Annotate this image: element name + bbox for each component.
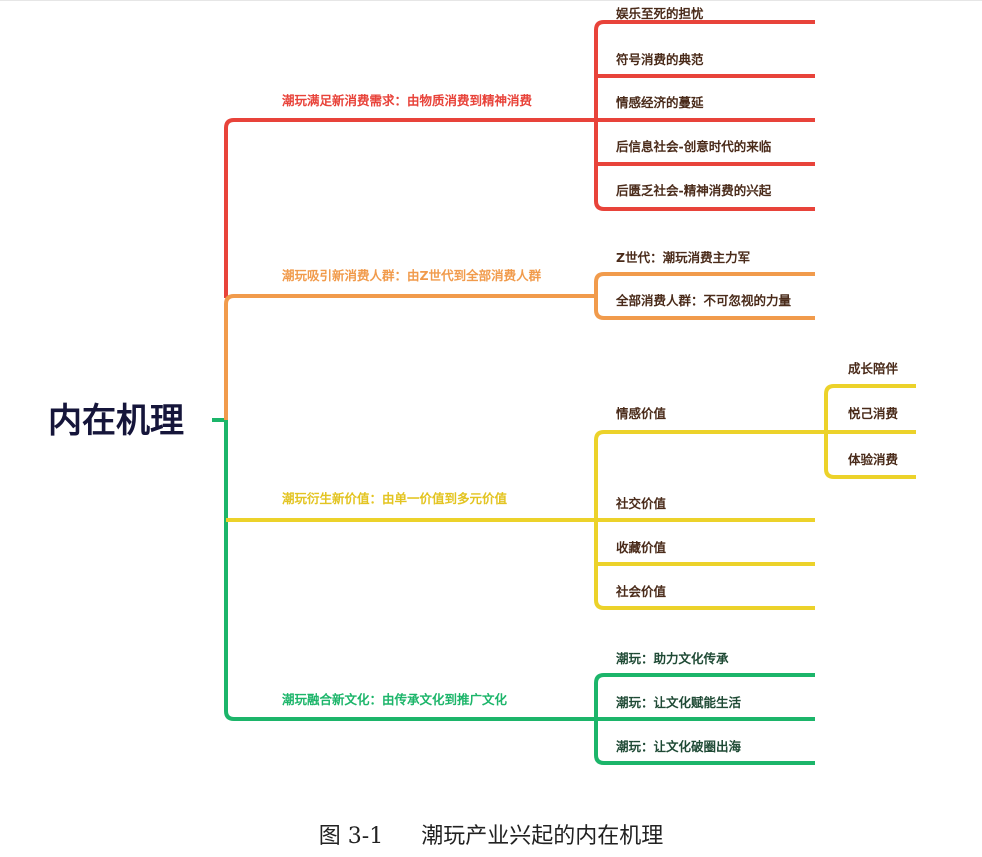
leaf-label: 潮玩：让文化赋能生活 [616, 695, 742, 710]
figure-number: 图 3-1 [318, 824, 384, 849]
sub-leaf-label: 体验消费 [848, 452, 899, 467]
trunk-orange [224, 294, 596, 420]
leaf-label: 后信息社会-创意时代的来临 [616, 139, 772, 154]
leaf-label: 后匮乏社会-精神消费的兴起 [616, 183, 772, 198]
yellow-bracket [594, 430, 826, 610]
green-bracket [594, 673, 815, 765]
leaf-label: 情感价值 [616, 406, 667, 421]
leaf-label: 社会价值 [615, 584, 667, 599]
trunk-red [224, 118, 596, 298]
sub-leaf-label: 悦己消费 [848, 406, 899, 421]
branch-label-crowd: 潮玩吸引新消费人群：由Z世代到全部消费人群 [282, 268, 542, 283]
leaf-label: 符号消费的典范 [616, 52, 704, 67]
orange-bracket [594, 272, 815, 320]
figure-title: 潮玩产业兴起的内在机理 [421, 824, 664, 849]
leaf-label: 情感经济的蔓延 [616, 95, 704, 110]
leaf-label: 收藏价值 [616, 540, 667, 555]
trunk-green [224, 420, 596, 721]
leaf-label: 潮玩：助力文化传承 [616, 651, 729, 666]
branch-label-value: 潮玩衍生新价值：由单一价值到多元价值 [282, 491, 508, 506]
leaf-label: 潮玩：让文化破圈出海 [616, 739, 742, 754]
root-label: 内在机理 [48, 401, 184, 441]
branch-label-demand: 潮玩满足新消费需求：由物质消费到精神消费 [282, 93, 533, 108]
branch-label-culture: 潮玩融合新文化：由传承文化到推广文化 [282, 692, 508, 707]
red-bracket [594, 20, 815, 211]
leaf-label: 全部消费人群：不可忽视的力量 [615, 293, 792, 308]
leaf-label: Z世代：潮玩消费主力军 [616, 250, 750, 265]
yellow-sub-bracket [824, 384, 916, 479]
leaf-label: 社交价值 [615, 496, 667, 511]
sub-leaf-label: 成长陪伴 [848, 361, 899, 376]
top-border [0, 0, 982, 1]
leaf-label: 娱乐至死的担忧 [616, 6, 704, 21]
figure-caption: 图 3-1 潮玩产业兴起的内在机理 [0, 818, 982, 850]
